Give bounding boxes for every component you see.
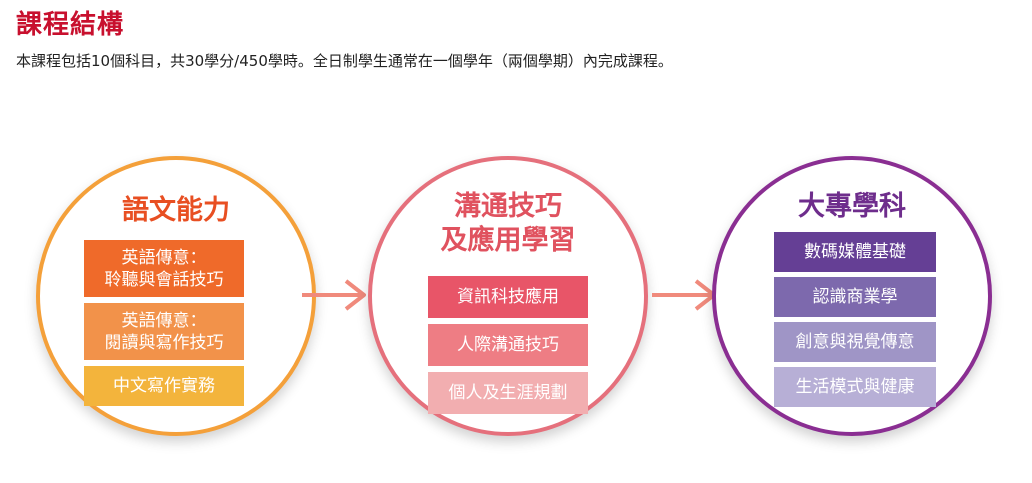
circle-language-skills: 語文能力 英語傳意： 聆聽與會話技巧 英語傳意： 閱讀與寫作技巧 中文寫作實務 <box>36 156 316 436</box>
course-interpersonal-communication: 人際溝通技巧 <box>428 324 588 366</box>
circle-title-language: 語文能力 <box>122 195 230 226</box>
circle-title-tertiary: 大專學科 <box>798 191 906 222</box>
course-chinese-writing: 中文寫作實務 <box>84 366 244 406</box>
course-digital-media: 數碼媒體基礎 <box>774 232 936 272</box>
course-creative-visual-communication: 創意與視覺傳意 <box>774 322 936 362</box>
circle-tertiary-subjects: 大專學科 數碼媒體基礎 認識商業學 創意與視覺傳意 生活模式與健康 <box>712 156 992 436</box>
course-it-application: 資訊科技應用 <box>428 276 588 318</box>
course-business-studies: 認識商業學 <box>774 277 936 317</box>
page-title: 課程結構 <box>16 10 125 40</box>
course-english-reading-writing: 英語傳意： 閱讀與寫作技巧 <box>84 303 244 360</box>
circle-title-communication: 溝通技巧 及應用學習 <box>440 191 576 256</box>
arrow-right-icon <box>302 279 366 311</box>
circle-communication-skills: 溝通技巧 及應用學習 資訊科技應用 人際溝通技巧 個人及生涯規劃 <box>368 156 648 436</box>
intro-text: 本課程包括10個科目，共30學分/450學時。全日制學生通常在一個學年（兩個學期… <box>16 52 673 70</box>
arrow-right-icon <box>652 279 716 311</box>
course-lifestyle-health: 生活模式與健康 <box>774 367 936 407</box>
course-english-listening-speaking: 英語傳意： 聆聽與會話技巧 <box>84 240 244 297</box>
course-personal-career-planning: 個人及生涯規劃 <box>428 372 588 414</box>
